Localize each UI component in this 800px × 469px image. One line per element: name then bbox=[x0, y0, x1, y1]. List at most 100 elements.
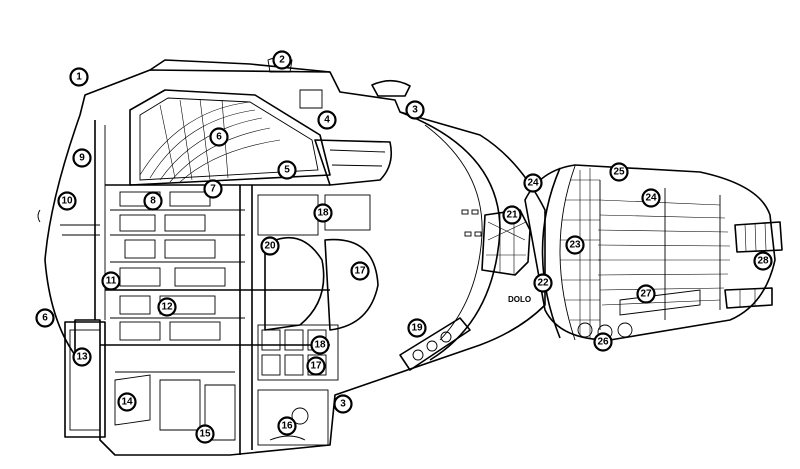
callout-12: 12 bbox=[157, 297, 177, 317]
callout-17: 17 bbox=[350, 261, 370, 281]
callout-circle bbox=[35, 308, 55, 328]
callout-number: 2 bbox=[279, 55, 285, 66]
callout-number: 14 bbox=[121, 397, 133, 408]
callout-circle bbox=[593, 332, 613, 352]
callout-circle bbox=[350, 261, 370, 281]
callout-6: 6 bbox=[35, 308, 55, 328]
callout-layer: 1233456678910111213141516171718181920212… bbox=[35, 50, 773, 444]
callout-number: 1 bbox=[76, 72, 82, 83]
cockpit-ribs bbox=[139, 98, 281, 183]
callout-number: 13 bbox=[76, 352, 88, 363]
hull-marking: DOLO bbox=[508, 295, 531, 304]
callout-number: 15 bbox=[199, 429, 211, 440]
callout-5: 5 bbox=[277, 160, 297, 180]
callout-18: 18 bbox=[313, 203, 333, 223]
callout-circle bbox=[565, 235, 585, 255]
callout-number: 24 bbox=[645, 193, 657, 204]
callout-number: 22 bbox=[537, 278, 549, 289]
callout-number: 28 bbox=[757, 256, 769, 267]
callout-13: 13 bbox=[72, 347, 92, 367]
callout-number: 17 bbox=[354, 266, 366, 277]
callout-circle bbox=[523, 173, 543, 193]
callout-circle bbox=[157, 297, 177, 317]
callout-number: 16 bbox=[281, 421, 293, 432]
callout-15: 15 bbox=[195, 424, 215, 444]
callout-number: 18 bbox=[314, 340, 326, 351]
callout-number: 18 bbox=[317, 208, 329, 219]
callout-number: 27 bbox=[640, 289, 652, 300]
callout-number: 24 bbox=[527, 178, 539, 189]
callout-circle bbox=[533, 273, 553, 293]
callout-28: 28 bbox=[753, 251, 773, 271]
callout-circle bbox=[313, 203, 333, 223]
callout-16: 16 bbox=[277, 416, 297, 436]
equipment-racks bbox=[119, 191, 226, 341]
callout-circle bbox=[636, 284, 656, 304]
callout-circle bbox=[272, 50, 292, 70]
interior-ribs bbox=[597, 180, 731, 330]
callout-27: 27 bbox=[636, 284, 656, 304]
callout-6: 6 bbox=[209, 127, 229, 147]
callout-number: 3 bbox=[412, 105, 418, 116]
callout-circle bbox=[407, 318, 427, 338]
callout-circle bbox=[405, 100, 425, 120]
callout-7: 7 bbox=[203, 179, 223, 199]
callout-number: 6 bbox=[216, 132, 222, 143]
callout-circle bbox=[310, 335, 330, 355]
callout-24: 24 bbox=[641, 188, 661, 208]
callout-circle bbox=[306, 356, 326, 376]
callout-number: 21 bbox=[506, 210, 518, 221]
callout-number: 19 bbox=[411, 323, 423, 334]
callout-circle bbox=[277, 416, 297, 436]
callout-circle bbox=[641, 188, 661, 208]
callout-10: 10 bbox=[57, 191, 77, 211]
callout-21: 21 bbox=[502, 205, 522, 225]
callout-circle bbox=[753, 251, 773, 271]
callout-19: 19 bbox=[407, 318, 427, 338]
callout-number: 9 bbox=[79, 153, 85, 164]
callout-circle bbox=[101, 271, 121, 291]
callout-number: 12 bbox=[161, 302, 173, 313]
callout-number: 26 bbox=[597, 337, 609, 348]
callout-circle bbox=[317, 110, 337, 130]
callout-number: 6 bbox=[42, 313, 48, 324]
callout-circle bbox=[209, 127, 229, 147]
callout-number: 25 bbox=[613, 167, 625, 178]
callout-9: 9 bbox=[72, 148, 92, 168]
callout-circle bbox=[260, 236, 280, 256]
callout-number: 17 bbox=[310, 361, 322, 372]
callout-number: 3 bbox=[340, 399, 346, 410]
callout-25: 25 bbox=[609, 162, 629, 182]
callout-circle bbox=[117, 392, 137, 412]
callout-3: 3 bbox=[333, 394, 353, 414]
callout-number: 5 bbox=[284, 165, 290, 176]
callout-circle bbox=[333, 394, 353, 414]
callout-circle bbox=[57, 191, 77, 211]
callout-circle bbox=[203, 179, 223, 199]
callout-1: 1 bbox=[69, 67, 89, 87]
callout-22: 22 bbox=[533, 273, 553, 293]
callout-circle bbox=[72, 148, 92, 168]
callout-number: 20 bbox=[264, 241, 276, 252]
callout-circle bbox=[609, 162, 629, 182]
callout-4: 4 bbox=[317, 110, 337, 130]
callout-circle bbox=[502, 205, 522, 225]
callout-number: 7 bbox=[210, 184, 216, 195]
callout-number: 10 bbox=[61, 196, 73, 207]
second-module bbox=[524, 164, 783, 341]
callout-circle bbox=[143, 191, 163, 211]
callout-14: 14 bbox=[117, 392, 137, 412]
callout-26: 26 bbox=[593, 332, 613, 352]
callout-number: 11 bbox=[106, 276, 117, 287]
callout-11: 11 bbox=[101, 271, 121, 291]
callout-circle bbox=[277, 160, 297, 180]
callout-number: 23 bbox=[569, 240, 581, 251]
callout-circle bbox=[69, 67, 89, 87]
callout-24: 24 bbox=[523, 173, 543, 193]
callout-circle bbox=[72, 347, 92, 367]
callout-8: 8 bbox=[143, 191, 163, 211]
main-module: DOLO bbox=[37, 57, 546, 456]
callout-2: 2 bbox=[272, 50, 292, 70]
callout-number: 4 bbox=[324, 115, 330, 126]
